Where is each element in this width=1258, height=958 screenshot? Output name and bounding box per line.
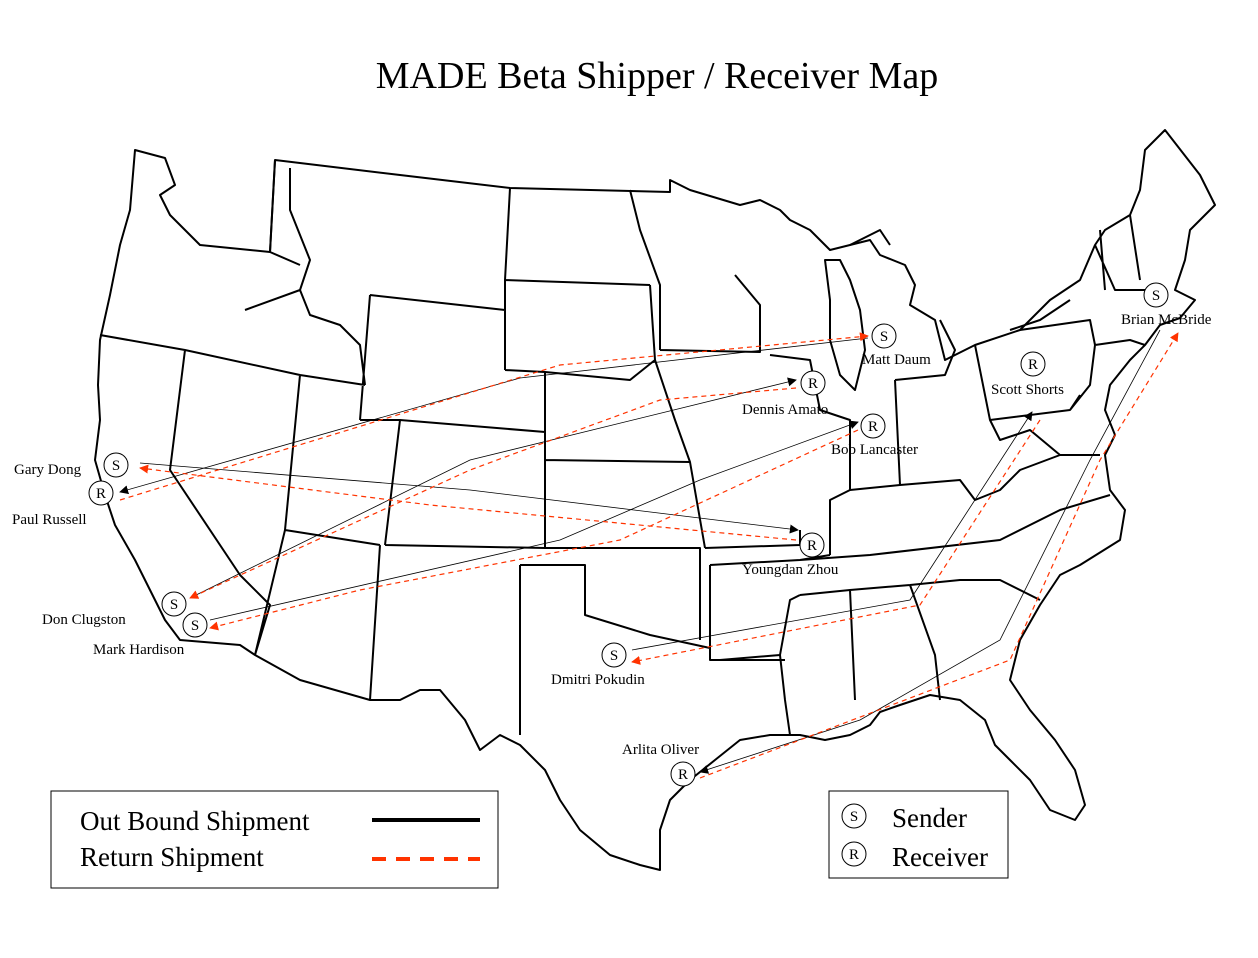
- participant-name: Arlita Oliver: [622, 742, 699, 758]
- outbound-shipment-lines: [119, 329, 1161, 774]
- participant-name: Youngdan Zhou: [742, 562, 839, 578]
- legend-receiver-icon: [841, 841, 867, 867]
- participant-name: Dmitri Pokudin: [551, 672, 645, 688]
- participant-gary-dong: S Gary Dong: [14, 452, 129, 478]
- outbound-shipment-mark-hardison-to-bob-lancaster: [209, 420, 859, 621]
- receiver-icon: [670, 761, 696, 787]
- participant-name: Scott Shorts: [991, 382, 1064, 398]
- us-outline: [94, 129, 1216, 871]
- participant-dmitri-pokudin: S Dmitri Pokudin: [551, 642, 645, 688]
- participant-name: Paul Russell: [12, 512, 87, 528]
- participant-role-letter: S: [112, 458, 120, 474]
- participant-role-letter: R: [96, 486, 106, 502]
- great-lakes-outline: [824, 229, 1071, 391]
- participant-don-clugston: S Don Clugston: [42, 591, 187, 628]
- legend-sender-icon: [841, 803, 867, 829]
- participant-role-letter: R: [678, 767, 688, 783]
- return-shipment-lines: [119, 332, 1179, 779]
- participant-matt-daum: S Matt Daum: [862, 323, 931, 368]
- participant-role-letter: S: [170, 597, 178, 613]
- participant-role-letter: R: [868, 419, 878, 435]
- participant-role-letter: R: [808, 376, 818, 392]
- participant-role-letter: S: [610, 648, 618, 664]
- us-state-outlines: [94, 129, 1216, 871]
- legend-sender-letter: S: [850, 809, 858, 825]
- participant-name: Brian McBride: [1121, 312, 1212, 328]
- participant-role-letter: S: [880, 329, 888, 345]
- participant-mark-hardison: S Mark Hardison: [93, 612, 208, 658]
- outbound-shipment-matt-daum-to-paul-russell: [119, 337, 869, 495]
- sender-icon: [601, 642, 627, 668]
- legend-receiver-letter: R: [849, 847, 859, 863]
- return-shipment-bob-lancaster-to-mark-hardison: [209, 429, 859, 631]
- legend-outbound-label: Out Bound Shipment: [80, 806, 310, 836]
- return-shipment-arlita-oliver-to-brian-mcbride: [699, 332, 1179, 779]
- sender-icon: [1143, 282, 1169, 308]
- receiver-icon: [860, 413, 886, 439]
- participant-brian-mcbride: S Brian McBride: [1121, 282, 1212, 328]
- participant-name: Bob Lancaster: [831, 442, 918, 458]
- participant-youngdan-zhou: R Youngdan Zhou: [742, 532, 839, 578]
- participant-name: Don Clugston: [42, 612, 126, 628]
- participant-role-letter: R: [807, 538, 817, 554]
- legend-sender-label: Sender: [892, 803, 967, 833]
- return-shipment-paul-russell-to-matt-daum: [119, 332, 869, 501]
- outbound-shipment-don-clugston-to-dennis-amato: [189, 377, 797, 599]
- sender-icon: [161, 591, 187, 617]
- receiver-icon: [1020, 351, 1046, 377]
- participant-bob-lancaster: R Bob Lancaster: [831, 413, 918, 458]
- return-shipment-youngdan-zhou-to-gary-dong: [139, 464, 797, 541]
- participant-name: Mark Hardison: [93, 642, 185, 658]
- return-shipment-scott-shorts-to-dmitri-pokudin: [631, 419, 1041, 665]
- participant-role-letter: S: [1152, 288, 1160, 304]
- sender-icon: [103, 452, 129, 478]
- participant-name: Matt Daum: [862, 352, 931, 368]
- participant-role-letter: S: [191, 618, 199, 634]
- shipment-legend-box: [50, 790, 499, 889]
- receiver-icon: [88, 480, 114, 506]
- participant-dennis-amato: R Dennis Amato: [742, 370, 828, 418]
- sender-icon: [871, 323, 897, 349]
- shipment-legend: Out Bound Shipment Return Shipment: [50, 790, 499, 889]
- participant-scott-shorts: R Scott Shorts: [991, 351, 1064, 398]
- outbound-shipment-dmitri-pokudin-to-scott-shorts: [631, 411, 1033, 651]
- receiver-icon: [799, 532, 825, 558]
- participant-paul-russell: R Paul Russell: [12, 480, 114, 528]
- legend-receiver-label: Receiver: [892, 842, 988, 872]
- receiver-icon: [800, 370, 826, 396]
- return-shipment-dennis-amato-to-don-clugston: [189, 387, 797, 599]
- outbound-shipment-gary-dong-to-youngdan-zhou: [139, 462, 799, 534]
- participant-name: Gary Dong: [14, 462, 82, 478]
- participant-arlita-oliver: R Arlita Oliver: [622, 742, 699, 787]
- participant-name: Dennis Amato: [742, 402, 828, 418]
- state-lines-west: [99, 159, 1160, 736]
- sender-icon: [182, 612, 208, 638]
- map-title: MADE Beta Shipper / Receiver Map: [376, 55, 938, 97]
- role-legend: S Sender R Receiver: [828, 790, 1009, 879]
- outbound-shipment-brian-mcbride-to-arlita-oliver: [699, 329, 1161, 774]
- participant-role-letter: R: [1028, 357, 1038, 373]
- legend-return-label: Return Shipment: [80, 842, 264, 872]
